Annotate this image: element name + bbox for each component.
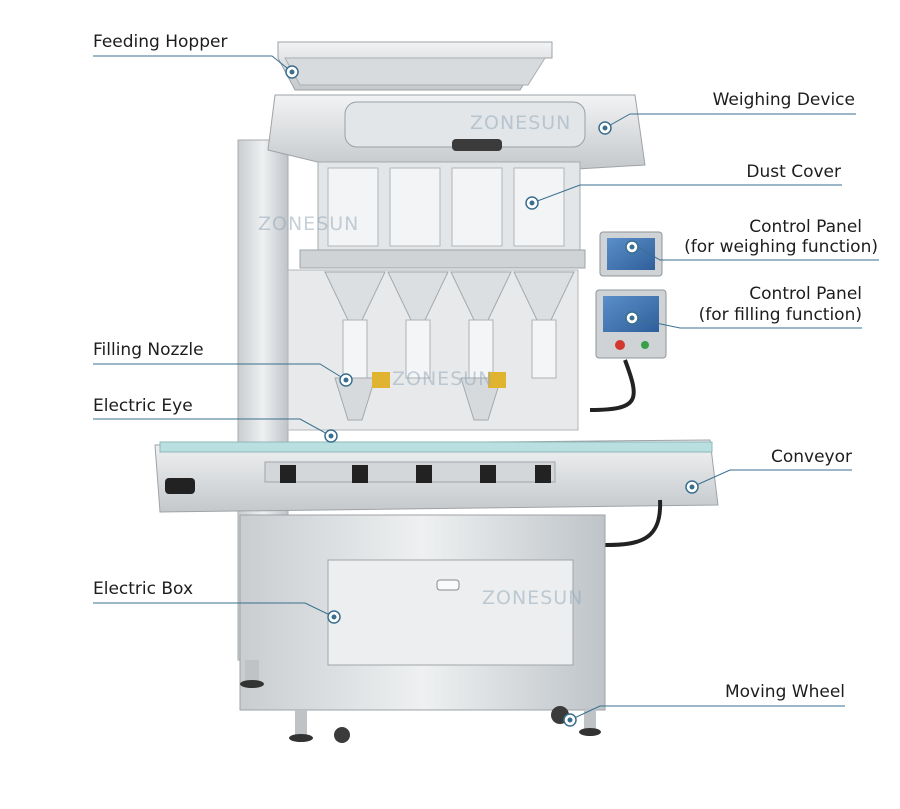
leader-lines	[93, 55, 879, 721]
marker-dots	[289, 69, 695, 723]
label-control-panel-weighing-line2: (for weighing function)	[684, 237, 878, 257]
funnels	[324, 271, 575, 321]
label-dust-cover: Dust Cover	[746, 162, 841, 182]
label-moving-wheel: Moving Wheel	[724, 682, 845, 702]
label-electric-eye: Electric Eye	[93, 396, 193, 416]
watermark-box: ZONESUN	[482, 587, 584, 609]
label-control-panel-filling-line2: (for filling function)	[698, 305, 862, 325]
conveyor-shape	[154, 439, 719, 547]
leader-dust-cover	[531, 184, 842, 204]
leader-weighing-device	[604, 113, 856, 129]
wheels	[240, 660, 601, 743]
label-weighing-device: Weighing Device	[712, 90, 855, 110]
electric-box-shape	[239, 514, 606, 711]
leader-conveyor	[691, 469, 852, 488]
feeding-hopper-shape	[277, 41, 553, 91]
dust-cover-shape	[299, 161, 586, 269]
leader-feeding-hopper	[93, 55, 293, 73]
label-control-panel-filling-line1: Control Panel	[749, 284, 862, 304]
label-conveyor: Conveyor	[770, 447, 852, 467]
label-feeding-hopper: Feeding Hopper	[93, 32, 228, 52]
leader-moving-wheel	[569, 705, 845, 721]
label-filling-nozzle: Filling Nozzle	[93, 340, 204, 360]
label-control-panel-weighing-line1: Control Panel	[749, 217, 862, 237]
leader-control-panel-filling	[631, 317, 862, 329]
watermark-left: ZONESUN	[258, 213, 360, 235]
leader-electric-box	[93, 602, 335, 618]
label-electric-box: Electric Box	[93, 579, 193, 599]
watermark-middle: ZONESUN	[392, 368, 494, 390]
leader-filling-nozzle	[93, 363, 347, 381]
leader-electric-eye	[93, 418, 332, 437]
weighing-device-shape	[267, 94, 646, 171]
filling-nozzles	[334, 319, 557, 421]
leader-control-panel-weighing	[637, 246, 879, 261]
watermark-top: ZONESUN	[470, 112, 572, 134]
